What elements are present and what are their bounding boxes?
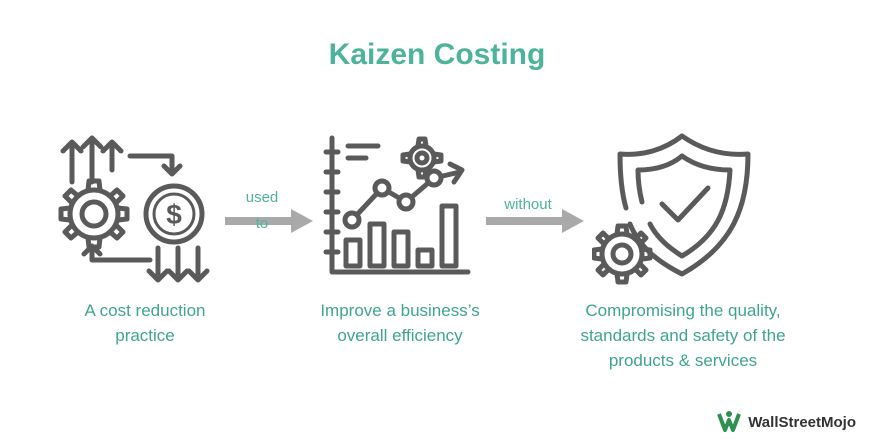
- connector-label-1: used to: [245, 189, 279, 232]
- step-1-caption: A cost reduction practice: [84, 301, 206, 345]
- svg-text:$: $: [166, 199, 182, 230]
- connector-label-2: without: [504, 196, 552, 213]
- cost-cycle-gears-dollar-icon: $: [58, 135, 210, 283]
- brand-logo: WallStreetMojo: [715, 410, 856, 434]
- shield-check-gear-icon: [592, 133, 751, 285]
- brand-name: WallStreetMojo: [748, 413, 856, 431]
- diagram-title: Kaizen Costing: [328, 38, 546, 71]
- logo-icon: [717, 411, 742, 432]
- connector-arrow-2: [486, 209, 584, 233]
- step-2-caption: Improve a business’s overall efficiency: [320, 301, 480, 345]
- growth-chart-gear-icon: [323, 135, 471, 275]
- step-3-caption: Compromising the quality, standards and …: [580, 301, 786, 370]
- connector-arrow-1: [225, 209, 313, 233]
